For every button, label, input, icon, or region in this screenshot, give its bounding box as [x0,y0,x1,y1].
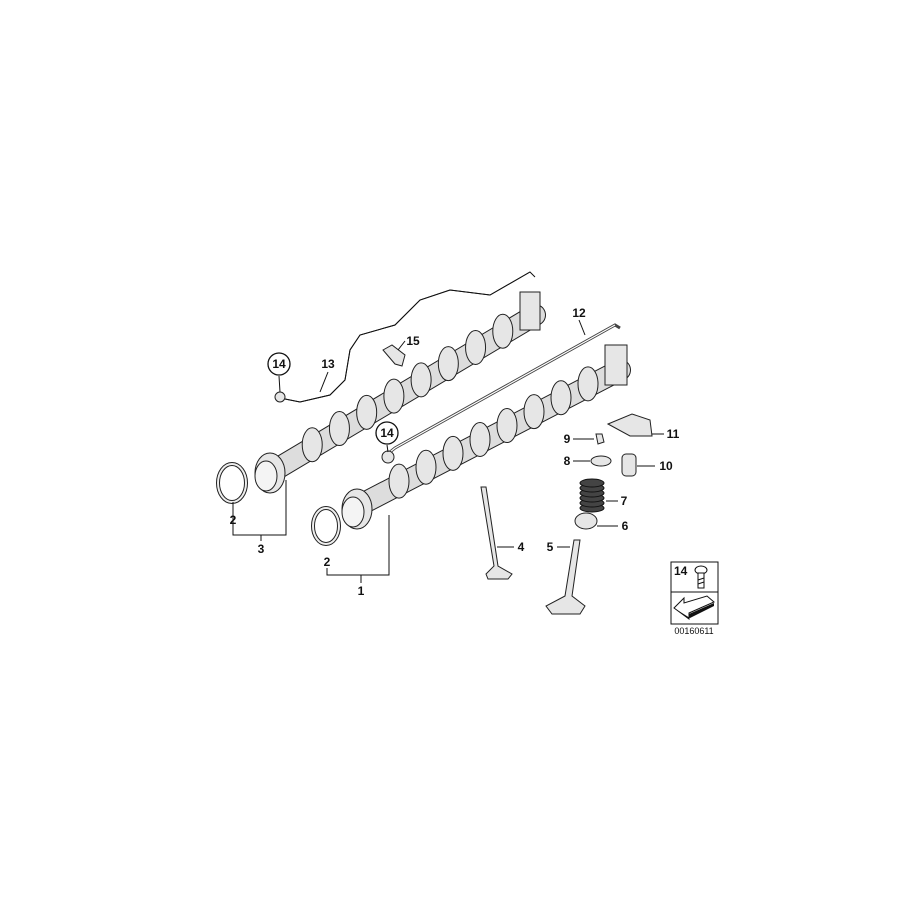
callout-14: 14 [380,426,394,440]
cam-lobe [465,329,487,365]
drawing-code: 00160611 [674,626,713,636]
callout-9: 9 [564,432,571,446]
cam-lobe [410,362,432,398]
callout-circle-14 [267,352,291,376]
cam-lobe [388,463,410,499]
callout-8: 8 [564,454,571,468]
legend-part-number: 14 [674,564,688,578]
cam-lobe [469,421,491,457]
camshaft-exhaust[interactable] [254,291,546,494]
intake-valve-4[interactable] [480,486,513,580]
leader-lines [232,319,664,583]
callout-2: 2 [230,513,237,527]
callout-4: 4 [518,540,525,554]
callout-12: 12 [572,306,586,320]
banjo-bolt-fitting [381,450,395,464]
bolt-icon [694,565,708,589]
legend-box: 14 [670,561,719,625]
valve-stem-seal-6[interactable] [574,512,598,530]
cam-lobe [496,408,518,444]
bracket-15[interactable] [382,344,406,367]
cam-lobe [577,366,599,402]
callout-13: 13 [321,357,335,371]
cam-lobe [301,427,323,463]
cam-lobe [383,378,405,414]
cam-lobe [415,449,437,485]
cam-lobe [437,346,459,382]
callout-14: 14 [272,357,286,371]
cam-lobe [550,380,572,416]
exhaust-valve-5[interactable] [545,539,586,615]
banjo-bolt-fitting [274,391,286,403]
callout-5: 5 [547,540,554,554]
spring-retainer-8[interactable] [590,455,612,467]
cam-lobe [523,394,545,430]
cam-lobe [442,435,464,471]
callout-11: 11 [667,427,680,441]
callout-3: 3 [258,542,265,556]
callout-15: 15 [406,334,420,348]
callout-10: 10 [659,459,673,473]
cam-lobe [328,411,350,447]
rocker-arm-11[interactable] [606,413,653,437]
callout-2: 2 [324,555,331,569]
valve-collets-9[interactable] [595,433,605,445]
callout-6: 6 [622,519,629,533]
hydraulic-lifter-10[interactable] [621,453,637,477]
callout-7: 7 [621,494,628,508]
cam-lobe [492,313,514,349]
callout-circle-14 [375,421,399,445]
camshaft-intake[interactable] [341,344,631,530]
spring-coil [579,478,605,488]
callout-1: 1 [358,584,365,598]
cam-lobe [356,394,378,430]
valve-spring-7[interactable] [579,478,605,513]
